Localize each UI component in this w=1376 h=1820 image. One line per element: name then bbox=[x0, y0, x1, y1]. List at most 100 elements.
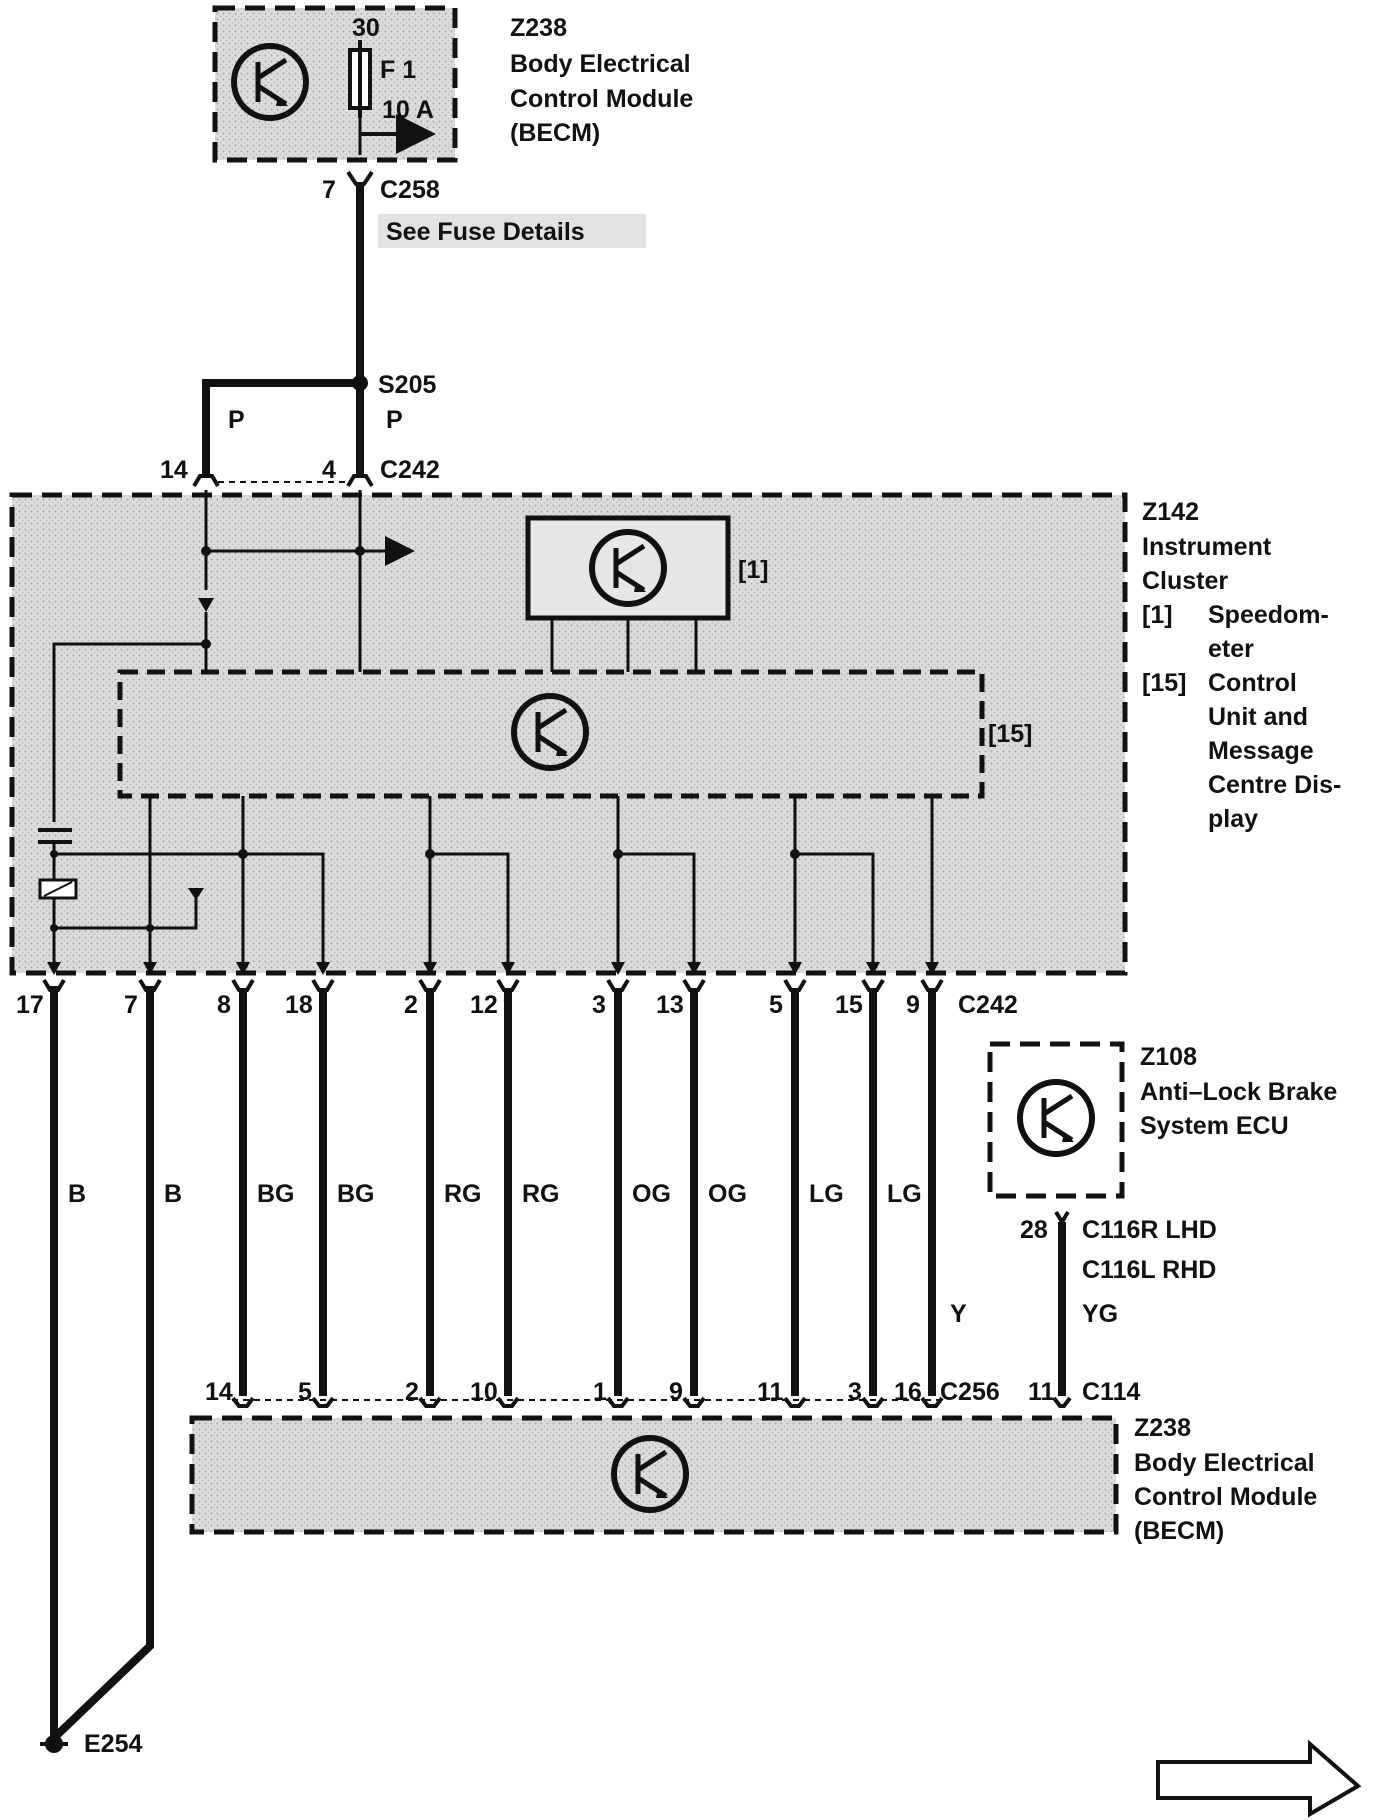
c242-pin-arrow bbox=[316, 962, 330, 975]
c242-pin-number: 3 bbox=[592, 991, 606, 1019]
c242-pin-arrow bbox=[236, 962, 250, 975]
c258-pin: 7 bbox=[322, 176, 336, 204]
c242-pin-arrow bbox=[47, 962, 61, 975]
fuse-f1-icon bbox=[348, 40, 372, 118]
top-module-name-line2: Control Module bbox=[510, 85, 693, 113]
cluster-ref15-text-c: Message bbox=[1208, 737, 1314, 765]
c242-pin-bracket bbox=[606, 978, 630, 992]
c242-top-name: C242 bbox=[380, 456, 440, 484]
c256-pin-number: 5 bbox=[298, 1378, 312, 1406]
abs-name-line2: System ECU bbox=[1140, 1112, 1289, 1140]
c242-pin-bracket bbox=[311, 978, 335, 992]
c256-pin-number: 14 bbox=[205, 1378, 233, 1406]
cluster-ref15-text-e: play bbox=[1208, 805, 1258, 833]
c242-pin-number: 7 bbox=[124, 991, 138, 1019]
wire-color-p-right: P bbox=[386, 406, 403, 434]
diode-icon bbox=[198, 598, 214, 612]
cluster-id: Z142 bbox=[1142, 498, 1199, 526]
wire-color-label: B bbox=[164, 1180, 182, 1208]
c242-pin-bracket bbox=[861, 978, 885, 992]
next-page-arrow-icon[interactable] bbox=[1156, 1739, 1362, 1818]
cluster-ref15-text-d: Centre Dis- bbox=[1208, 771, 1341, 799]
cluster-ref1-text-a: Speedom- bbox=[1208, 601, 1329, 629]
c114-connector bbox=[1052, 1396, 1072, 1408]
c258-connector bbox=[346, 170, 374, 186]
wire-color-label: RG bbox=[522, 1180, 560, 1208]
cluster-ref1: [1] bbox=[1142, 601, 1173, 629]
wire-color-label: RG bbox=[444, 1180, 482, 1208]
c242-top-pin-right: 4 bbox=[322, 456, 336, 484]
c256-pin-number: 1 bbox=[593, 1378, 607, 1406]
ground-e254-label: E254 bbox=[84, 1730, 142, 1758]
fuse-note-box bbox=[378, 214, 646, 248]
c242-pin-bracket bbox=[682, 978, 706, 992]
bottom-becm-module-icon bbox=[611, 1435, 689, 1513]
fuse-pin-number: 30 bbox=[352, 14, 380, 42]
c256-pin-bracket bbox=[418, 1396, 442, 1408]
c242-pin-number: 12 bbox=[470, 991, 498, 1019]
cluster-name-line2: Cluster bbox=[1142, 567, 1228, 595]
abs-wire-color: YG bbox=[1082, 1300, 1118, 1328]
c256-pin-bracket bbox=[231, 1396, 255, 1408]
wire-color-label: OG bbox=[632, 1180, 671, 1208]
c258-name: C258 bbox=[380, 176, 440, 204]
bottom-module-id: Z238 bbox=[1134, 1414, 1191, 1442]
c256-pin-number: 16 bbox=[894, 1378, 922, 1406]
c242-pin-arrow bbox=[788, 962, 802, 975]
speedometer-icon bbox=[589, 529, 667, 607]
c256-pin-bracket bbox=[311, 1396, 335, 1408]
c242-pin-bracket bbox=[920, 978, 944, 992]
c242-pin-number: 8 bbox=[217, 991, 231, 1019]
wire-color-label: LG bbox=[809, 1180, 844, 1208]
wire-color-label: B bbox=[68, 1180, 86, 1208]
c256-pin-bracket bbox=[606, 1396, 630, 1408]
abs-id: Z108 bbox=[1140, 1043, 1197, 1071]
c256-pin-bracket bbox=[861, 1396, 885, 1408]
wire-color-label: BG bbox=[337, 1180, 375, 1208]
control-unit-module bbox=[117, 669, 985, 799]
cluster-ref15-text-a: Control bbox=[1208, 669, 1297, 697]
c242-pin-arrow bbox=[423, 962, 437, 975]
top-module-name-line1: Body Electrical bbox=[510, 50, 691, 78]
bottom-module-name-line3: (BECM) bbox=[1134, 1517, 1224, 1545]
c114-pin: 11 bbox=[1028, 1378, 1055, 1406]
abs-pin: 28 bbox=[1020, 1216, 1048, 1244]
bottom-module-name-line2: Control Module bbox=[1134, 1483, 1317, 1511]
c242-pin-arrow bbox=[925, 962, 939, 975]
c256-pin-bracket bbox=[682, 1396, 706, 1408]
c242-pin-number: 5 bbox=[769, 991, 783, 1019]
abs-conn-rhd: C116L RHD bbox=[1082, 1256, 1216, 1284]
cluster-ref1-text-b: eter bbox=[1208, 635, 1254, 663]
c242-pin-arrow bbox=[501, 962, 515, 975]
abs-ecu-module bbox=[987, 1041, 1125, 1226]
wire-color-label: OG bbox=[708, 1180, 747, 1208]
c114-name: C114 bbox=[1082, 1378, 1140, 1406]
c242-top-pin-left: 14 bbox=[160, 456, 188, 484]
c242-pin-number: 17 bbox=[16, 991, 44, 1019]
c242-top-connector bbox=[192, 474, 374, 488]
ground-e254-icon bbox=[40, 1735, 68, 1753]
bottom-module-name-line1: Body Electrical bbox=[1134, 1449, 1315, 1477]
c242-pin-bracket bbox=[231, 978, 255, 992]
wire-ground-path bbox=[50, 986, 154, 1741]
c242-pin-arrow bbox=[143, 962, 157, 975]
c256-pin-number: 9 bbox=[669, 1378, 683, 1406]
c256-pin-bracket bbox=[496, 1396, 520, 1408]
c242-pin-arrow bbox=[866, 962, 880, 975]
wire-color-label: LG bbox=[887, 1180, 922, 1208]
cluster-ref15: [15] bbox=[1142, 669, 1186, 697]
abs-ecu-icon bbox=[1017, 1079, 1095, 1157]
c256-name: C256 bbox=[940, 1378, 1000, 1406]
internal-circuit-left bbox=[38, 828, 204, 968]
speedometer-tag: [1] bbox=[738, 556, 769, 584]
c242-bottom-name: C242 bbox=[958, 991, 1018, 1019]
top-becm-module bbox=[212, 5, 458, 163]
cluster-ref15-text-b: Unit and bbox=[1208, 703, 1308, 731]
c242-pin-bracket bbox=[418, 978, 442, 992]
c242-pin-arrow bbox=[611, 962, 625, 975]
wire-color-label: Y bbox=[950, 1300, 967, 1328]
top-becm-module-icon bbox=[231, 43, 309, 121]
splice-s205-label: S205 bbox=[378, 371, 436, 399]
wire-feed-branch bbox=[202, 379, 360, 478]
